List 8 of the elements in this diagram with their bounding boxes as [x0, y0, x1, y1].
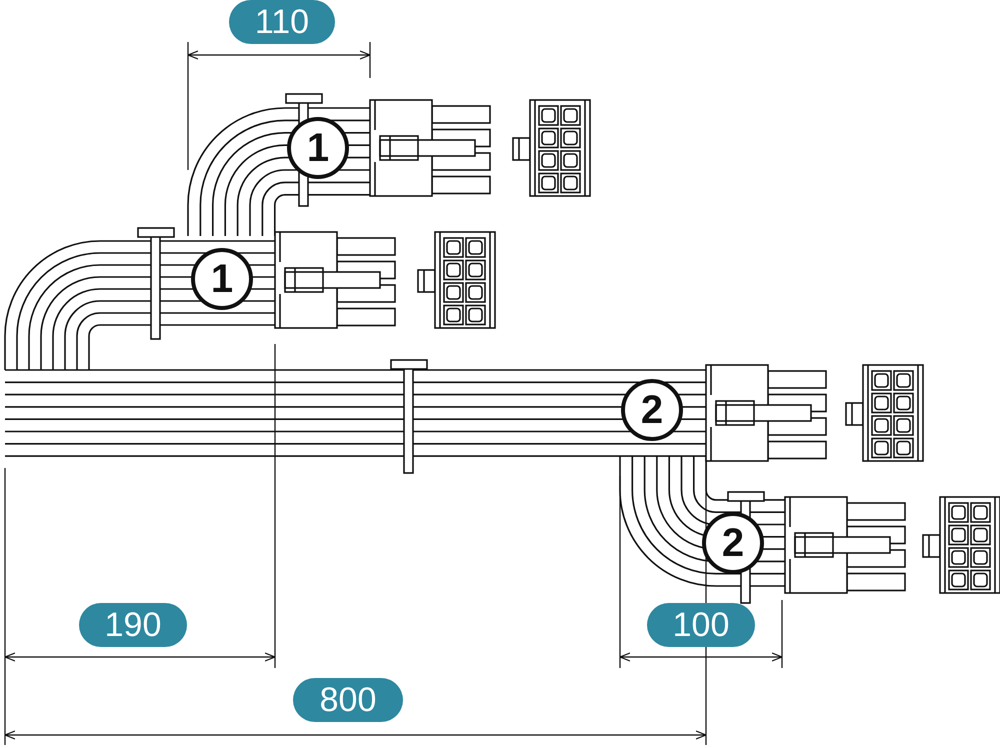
callout-number: 1 [287, 117, 349, 179]
dimension-value: 110 [229, 0, 335, 44]
callout-number: 2 [621, 379, 683, 441]
dimension-value: 190 [79, 603, 187, 647]
callout-number: 2 [702, 512, 764, 574]
dimension-value: 100 [647, 603, 755, 647]
dimension-value: 800 [293, 678, 403, 722]
callout-number: 1 [191, 248, 253, 310]
